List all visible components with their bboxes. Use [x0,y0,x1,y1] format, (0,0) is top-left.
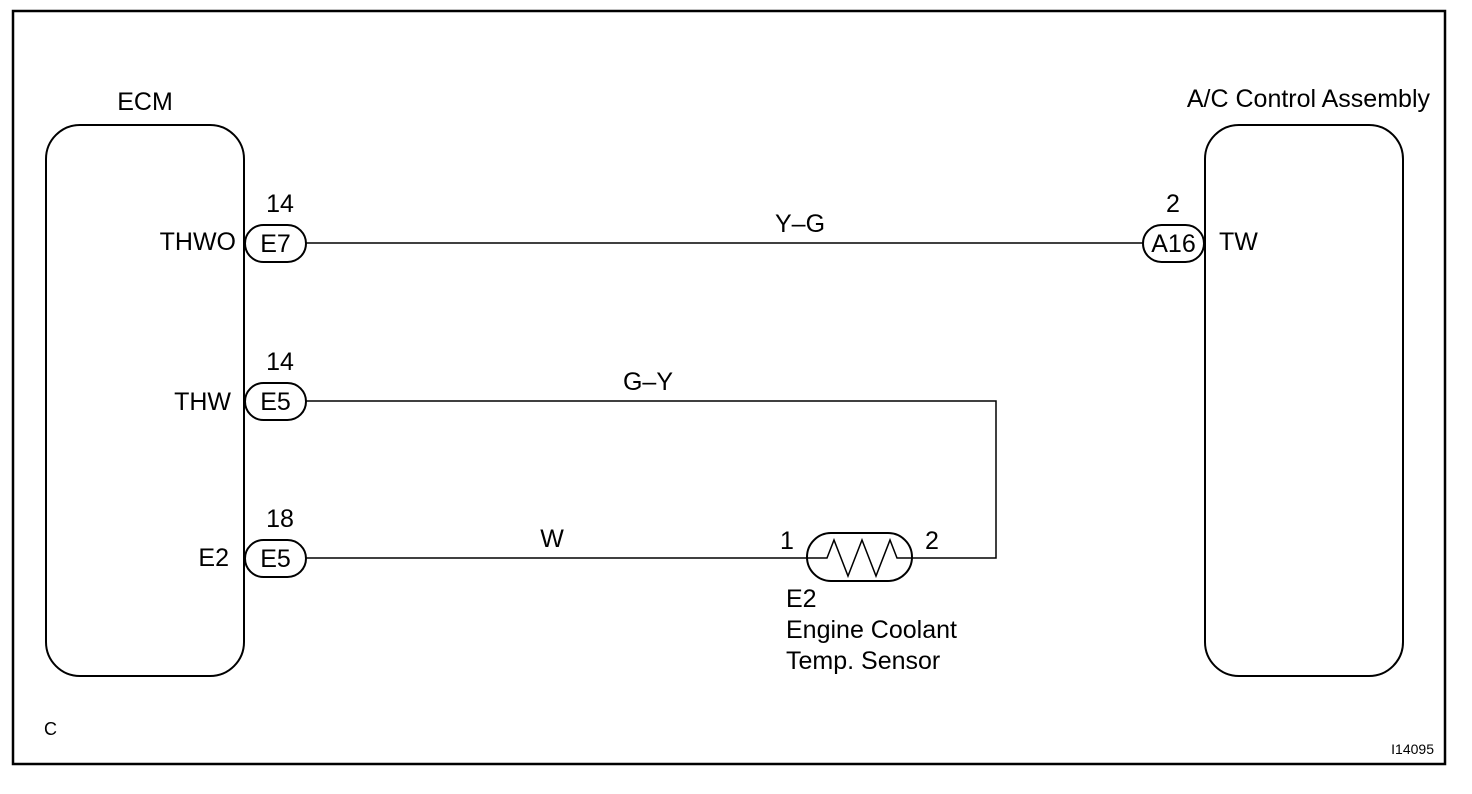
ecm-terminal-thwo: THWO [160,228,236,256]
wire-color-w: W [540,525,564,553]
ac-pin-number: 2 [1166,190,1180,218]
ecm-box [45,124,245,677]
ac-control-title: A/C Control Assembly [1187,85,1431,113]
ecm-title: ECM [117,88,173,116]
figure-id: I14095 [1391,741,1434,757]
connector-e5-thw-label: E5 [260,388,291,416]
ac-control-box [1204,124,1404,677]
sensor-code: E2 [786,585,817,613]
sensor-name-line2: Temp. Sensor [786,647,940,675]
connector-e5-e2-label: E5 [260,545,291,573]
connector-e7-label: E7 [260,230,291,258]
connector-a16 [1142,224,1205,263]
connector-e7 [244,224,307,263]
sensor-body [806,532,913,582]
ecm-terminal-e2: E2 [198,544,229,572]
wire-color-y-g: Y–G [775,210,825,238]
connector-e5-e2 [244,539,307,578]
ecm-pin-number-thw: 14 [266,348,294,376]
corner-letter: C [44,719,57,739]
diagram-frame [11,9,1447,766]
sensor-pin-1: 1 [780,527,794,555]
ecm-terminal-thw: THW [174,388,231,416]
wire-color-g-y: G–Y [623,368,673,396]
sensor-pin-2: 2 [925,527,939,555]
ecm-pin-number-e2: 18 [266,505,294,533]
connector-e5-thw [244,382,307,421]
wire-thw-sensor [306,400,997,559]
ecm-pin-number-thwo: 14 [266,190,294,218]
connector-a16-label: A16 [1151,230,1195,258]
sensor-name-line1: Engine Coolant [786,616,957,644]
resistor-icon [807,537,912,579]
ac-terminal-tw: TW [1219,228,1258,256]
